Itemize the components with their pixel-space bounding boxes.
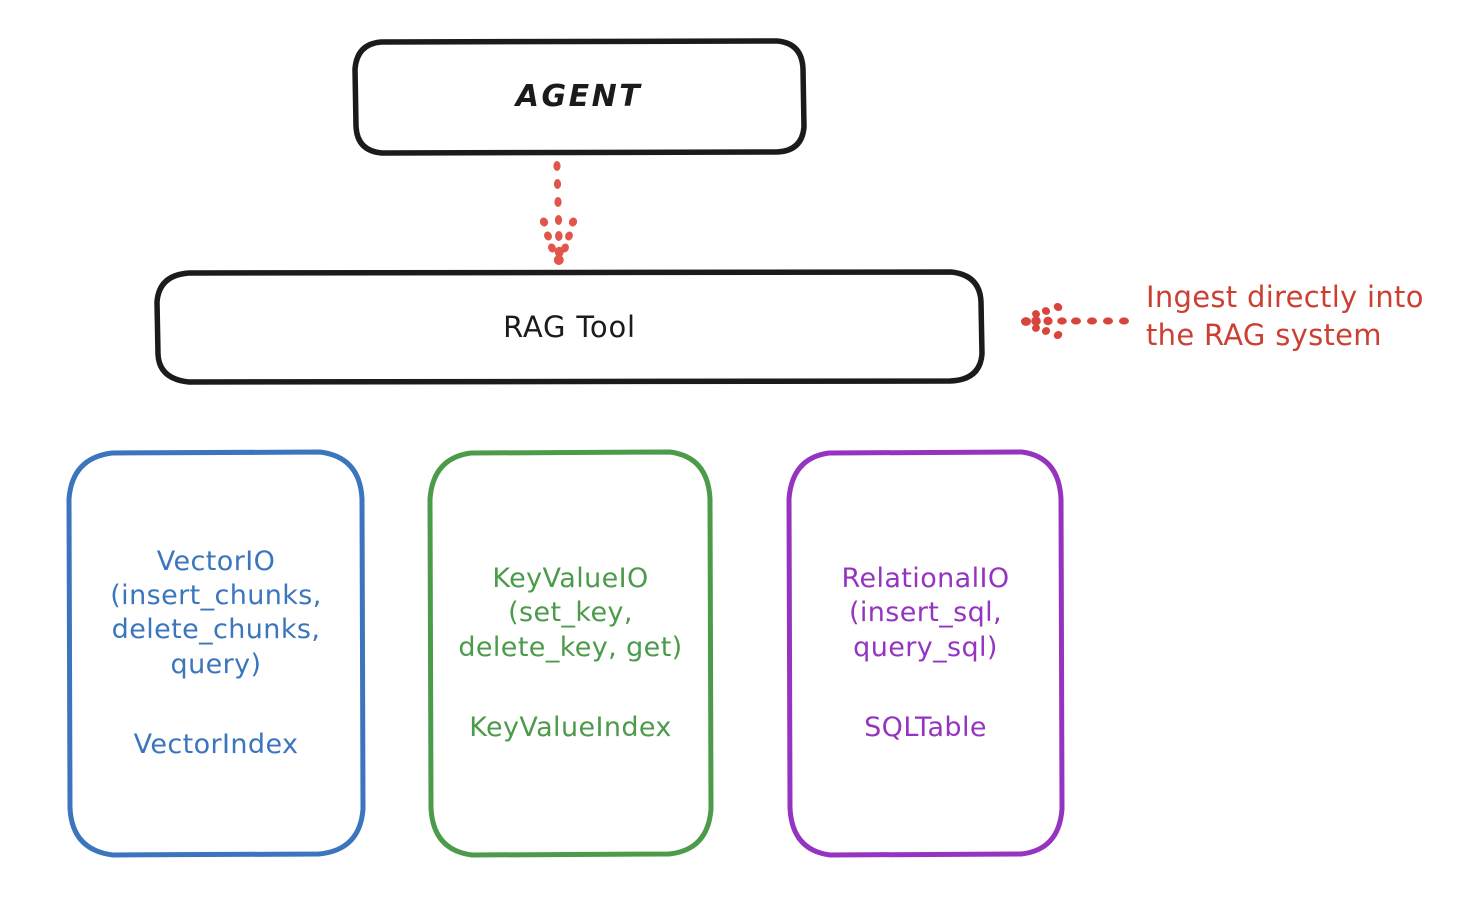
arrow-ingest-to-rag-tool	[1021, 303, 1129, 339]
ingest-annotation-text: Ingest directly into the RAG system	[1146, 280, 1424, 353]
node-rag-tool[interactable]: RAG Tool	[154, 269, 985, 385]
relational-io-api-label: RelationalIO (insert_sql, query_sql)	[841, 563, 1010, 663]
relational-io-index-label: SQLTable	[864, 711, 987, 743]
key-value-io-index-label: KeyValueIndex	[469, 711, 672, 743]
node-vector-io[interactable]: VectorIO (insert_chunks, delete_chunks, …	[66, 449, 366, 858]
rag-tool-label: RAG Tool	[503, 309, 636, 344]
key-value-io-api-label: KeyValueIO (set_key, delete_key, get)	[458, 563, 683, 663]
vector-io-api-label: VectorIO (insert_chunks, delete_chunks, …	[110, 546, 322, 680]
agent-label: AGENT	[515, 79, 643, 115]
node-key-value-io[interactable]: KeyValueIO (set_key, delete_key, get) Ke…	[427, 449, 714, 858]
node-agent[interactable]: AGENT	[352, 38, 807, 156]
arrow-agent-to-rag-tool	[539, 161, 578, 265]
vector-io-index-label: VectorIndex	[133, 728, 299, 760]
node-relational-io[interactable]: RelationalIO (insert_sql, query_sql) SQL…	[786, 449, 1065, 858]
